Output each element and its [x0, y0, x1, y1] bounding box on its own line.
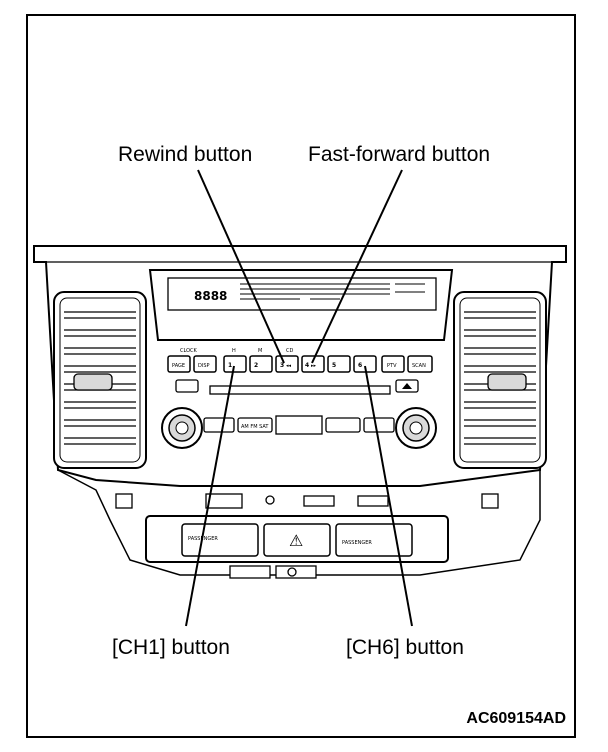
- hour-label: H: [232, 348, 236, 354]
- ptv-button-label: PTV: [387, 363, 397, 369]
- ch2-button[interactable]: [249, 355, 273, 373]
- audio-button[interactable]: [363, 417, 395, 433]
- passenger-label-right: PASSENGER: [342, 540, 372, 546]
- ch5-button-label: 5: [332, 362, 336, 369]
- display-digits: 8888: [194, 289, 227, 303]
- page-button[interactable]: [167, 355, 191, 373]
- fast-forward-callout: Fast-forward button: [308, 143, 491, 166]
- hazard-icon: ⚠: [289, 531, 303, 550]
- switch-panel: PASSENGER ⚠ PASSENGER: [145, 515, 449, 563]
- fast-forward-leader-line: [311, 169, 403, 364]
- eject-icon: [402, 383, 412, 389]
- volume-knob[interactable]: [161, 407, 203, 449]
- ch1-button[interactable]: [223, 355, 247, 373]
- ch2-button-label: 2: [254, 362, 258, 369]
- track-button[interactable]: [325, 417, 361, 433]
- ch1-callout: [CH1] button: [112, 636, 230, 659]
- ch6-leader-line: [364, 365, 413, 627]
- rewind-icon: ◂◂: [286, 363, 292, 369]
- load-button[interactable]: [175, 379, 199, 393]
- rewind-callout: Rewind button: [118, 143, 253, 166]
- ch3-button-label: 3: [280, 362, 284, 369]
- page-button-label: PAGE: [172, 363, 185, 369]
- ch1-button-label: 1: [228, 362, 232, 369]
- hazard-button[interactable]: [263, 523, 331, 557]
- passenger-airbag-indicator-right: [335, 523, 413, 557]
- ch4-button-label: 4: [305, 362, 309, 369]
- fast-forward-icon: ▸▸: [311, 363, 317, 369]
- am-fm-sat-label: AM FM SAT: [241, 424, 269, 430]
- ch5-button[interactable]: [327, 355, 351, 373]
- clock-label: CLOCK: [180, 348, 198, 354]
- preset-button-row: CLOCK H M CD PAGE DISP 1 2 3 ◂◂ 4 ▸▸ 5 6…: [167, 348, 433, 373]
- disp-button-label: DISP: [198, 363, 210, 369]
- rewind-button[interactable]: [275, 355, 299, 373]
- center-blank-panel: [275, 415, 323, 435]
- left-air-vent: [53, 291, 147, 469]
- cd-slot: [209, 385, 391, 395]
- passenger-label-left: PASSENGER: [188, 536, 218, 542]
- cd-label: CD: [286, 348, 293, 354]
- ch6-button-label: 6: [358, 362, 362, 369]
- figure-code: AC609154AD: [466, 710, 566, 727]
- scan-button-label: SCAN: [412, 363, 426, 369]
- ch6-callout: [CH6] button: [346, 636, 464, 659]
- right-air-vent: [453, 291, 547, 469]
- rewind-leader-line: [197, 169, 285, 364]
- scan-button[interactable]: [407, 355, 433, 373]
- am-fm-sat-button[interactable]: [237, 417, 273, 433]
- disp-button[interactable]: [193, 355, 217, 373]
- ch1-leader-line: [185, 365, 235, 627]
- tune-knob[interactable]: [395, 407, 437, 449]
- ptv-button[interactable]: [381, 355, 405, 373]
- fast-forward-button[interactable]: [301, 355, 325, 373]
- ch6-button[interactable]: [353, 355, 377, 373]
- radio-display: 8888: [148, 269, 454, 341]
- minute-label: M: [258, 348, 262, 354]
- power-button[interactable]: [203, 417, 235, 433]
